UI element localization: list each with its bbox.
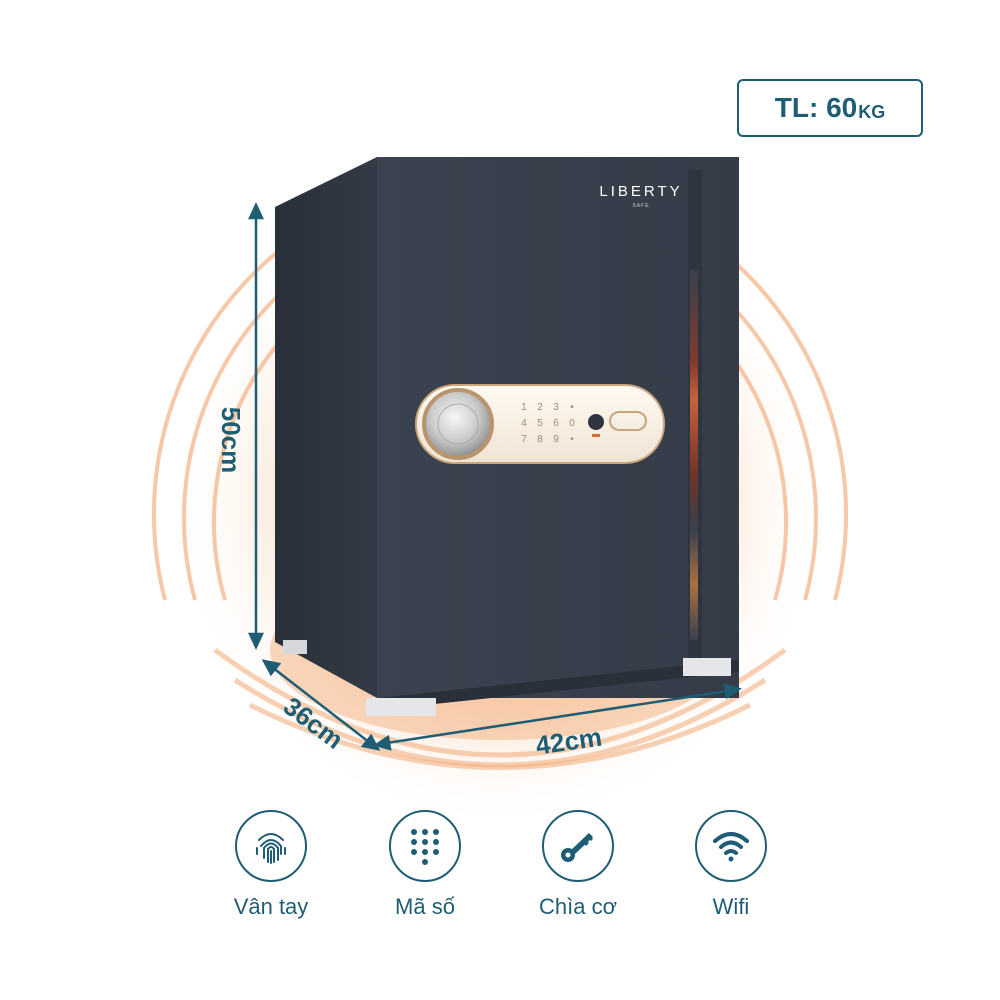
feature-fingerprint: Vân tay bbox=[196, 810, 346, 920]
feature-key: Chìa cơ bbox=[503, 810, 653, 920]
key-icon bbox=[542, 810, 614, 882]
keypad-key: 1 bbox=[521, 402, 527, 413]
safe-foot bbox=[366, 698, 436, 716]
keypad-icon bbox=[389, 810, 461, 882]
feature-list: Vân tay Mã số Chìa cơ bbox=[0, 810, 1000, 920]
keypad-key: 2 bbox=[537, 402, 543, 413]
dimension-arrows bbox=[248, 202, 742, 751]
keypad-key: • bbox=[570, 402, 574, 413]
keypad-key: 3 bbox=[553, 402, 559, 413]
brand-sub: SAFE bbox=[632, 203, 649, 209]
indicator-light bbox=[592, 434, 600, 437]
keypad-key: 9 bbox=[553, 434, 559, 445]
weight-value: TL: 60 bbox=[774, 92, 858, 123]
feature-label: Mã số bbox=[395, 894, 455, 919]
feature-label: Wifi bbox=[712, 894, 750, 919]
fingerprint-icon bbox=[235, 810, 307, 882]
wifi-icon bbox=[695, 810, 767, 882]
safe-foot bbox=[683, 658, 731, 676]
keypad-key: • bbox=[570, 434, 574, 445]
brand-logo: LIBERTY bbox=[599, 183, 682, 200]
feature-label: Vân tay bbox=[233, 894, 309, 919]
feature-keypad: Mã số bbox=[350, 810, 500, 920]
keypad-key: 7 bbox=[521, 434, 527, 445]
feature-label: Chìa cơ bbox=[538, 894, 617, 919]
key-slot-cover bbox=[609, 411, 647, 431]
height-label: 50cm bbox=[216, 407, 246, 474]
keypad-key: 6 bbox=[553, 418, 559, 429]
keypad-key: 4 bbox=[521, 418, 527, 429]
weight-unit: KG bbox=[858, 101, 886, 122]
dial-knob-icon bbox=[422, 388, 494, 460]
keypad-key: 8 bbox=[537, 434, 543, 445]
reflection-strip bbox=[690, 270, 698, 640]
fingerprint-sensor-icon bbox=[588, 414, 604, 430]
feature-wifi: Wifi bbox=[656, 810, 806, 920]
keypad-key: 0 bbox=[569, 418, 575, 429]
safe-side-panel bbox=[275, 157, 377, 698]
keypad-key: 5 bbox=[537, 418, 543, 429]
safe-foot bbox=[283, 640, 307, 654]
